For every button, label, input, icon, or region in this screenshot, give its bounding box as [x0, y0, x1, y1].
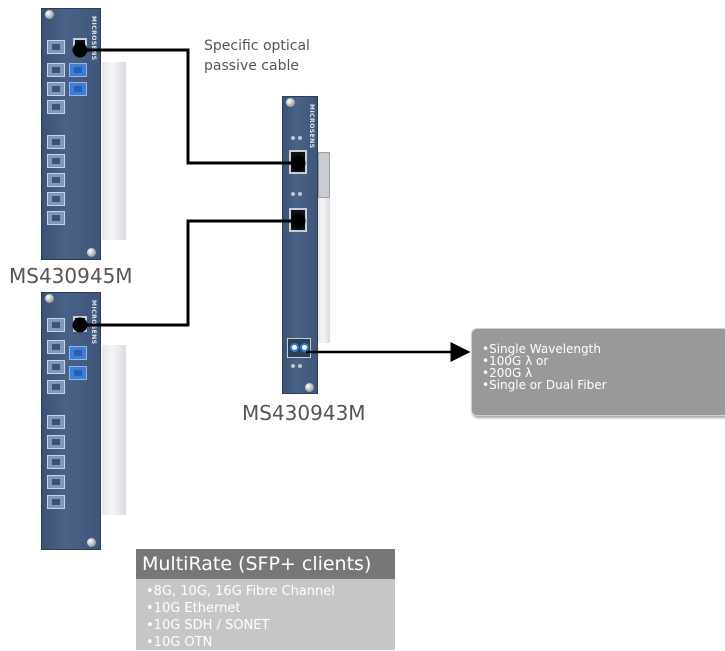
part-number-ms430943m: MS430943M: [242, 401, 366, 425]
sfp-port: [47, 173, 65, 187]
list-item: •8G, 10G, 16G Fibre Channel: [146, 584, 335, 599]
optical-cable-lower: [72, 213, 306, 333]
brand-label: MICROSENS: [308, 104, 315, 149]
sfp-port: [47, 318, 65, 332]
optical-cable-upper: [72, 42, 306, 171]
sfp-port: [47, 455, 65, 469]
sfp-port: [69, 366, 87, 380]
list-item: •100G λ or: [482, 354, 549, 368]
sfp-port: [47, 154, 65, 168]
card-rail: [318, 152, 330, 198]
sfp-port: [47, 211, 65, 225]
sfp-port: [47, 475, 65, 489]
screw-icon: [45, 10, 54, 19]
list-item: •Single or Dual Fiber: [482, 378, 607, 392]
status-led: [298, 192, 302, 196]
fiber-connector-icon: [300, 343, 309, 352]
screw-icon: [45, 294, 54, 303]
sfp-port: [47, 82, 65, 96]
multirate-box: •8G, 10G, 16G Fibre Channel •10G Etherne…: [136, 579, 395, 650]
sfp-port: [47, 340, 65, 354]
fiber-connector-icon: [290, 343, 299, 352]
multirate-title: MultiRate (SFP+ clients): [136, 549, 395, 579]
wavelength-info-box: •Single Wavelength •100G λ or •200G λ •S…: [471, 328, 725, 416]
list-item: •10G OTN: [146, 635, 213, 650]
sfp-port: [47, 380, 65, 394]
screw-icon: [305, 383, 314, 392]
line-port: [287, 338, 311, 358]
brand-label: MICROSENS: [90, 16, 97, 61]
cable-label: Specific optical passive cable: [204, 38, 310, 74]
screw-icon: [87, 538, 96, 547]
wavelength-list: •Single Wavelength •100G λ or •200G λ •S…: [472, 329, 725, 391]
status-led: [298, 364, 302, 368]
sfp-port: [47, 40, 65, 54]
status-led: [291, 192, 295, 196]
card-rail: [318, 198, 330, 343]
list-item: •Single Wavelength: [482, 342, 601, 356]
sfp-port: [47, 63, 65, 77]
sfp-port: [47, 435, 65, 449]
list-item: •200G λ: [482, 366, 533, 380]
multirate-list: •8G, 10G, 16G Fibre Channel •10G Etherne…: [136, 579, 395, 651]
list-item: •10G SDH / SONET: [146, 618, 270, 633]
sfp-port: [47, 100, 65, 114]
sfp-port: [47, 192, 65, 206]
sfp-port: [47, 135, 65, 149]
status-led: [291, 364, 295, 368]
list-item: •10G Ethernet: [146, 601, 241, 616]
sfp-port: [47, 360, 65, 374]
sfp-port: [69, 346, 87, 360]
card-rail: [102, 345, 126, 515]
part-number-ms430945m: MS430945M: [9, 264, 133, 288]
sfp-port: [47, 495, 65, 509]
sfp-port: [47, 415, 65, 429]
